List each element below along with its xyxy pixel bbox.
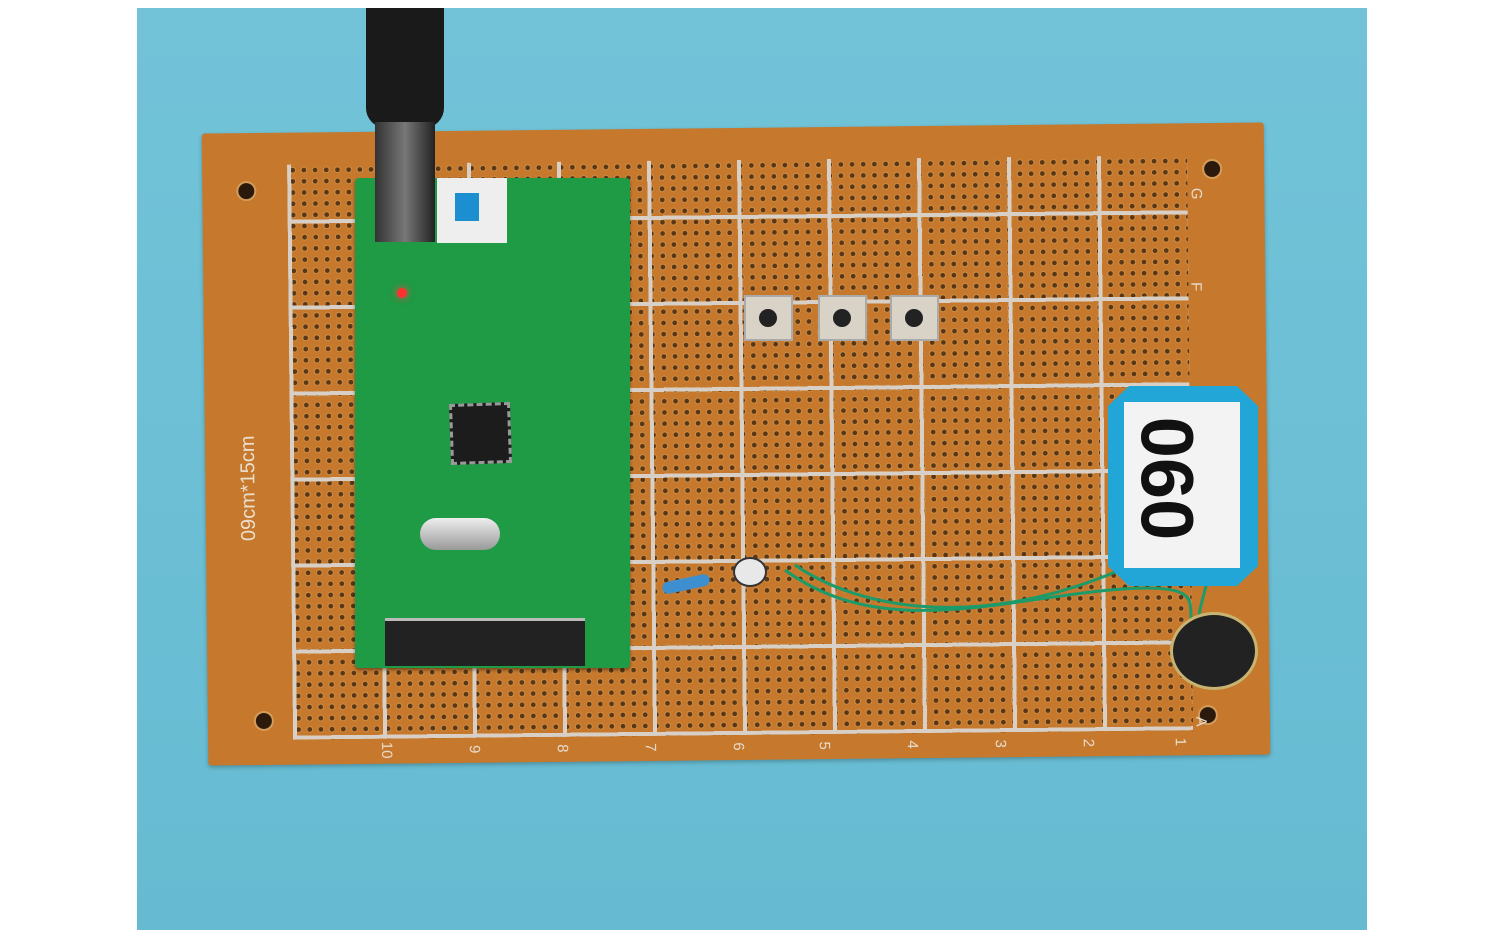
push-button — [890, 295, 939, 341]
power-jack — [375, 122, 435, 242]
jtag-header — [385, 618, 585, 666]
label-text: 060 — [1125, 416, 1209, 541]
vibration-motor — [1170, 612, 1258, 690]
push-button — [818, 295, 867, 341]
diode — [733, 557, 767, 587]
microcontroller-module — [355, 178, 630, 668]
led-indicator — [397, 288, 407, 298]
push-button — [744, 295, 793, 341]
handwritten-label: 060 — [1108, 386, 1258, 586]
crystal-oscillator — [420, 518, 500, 550]
power-switch — [437, 178, 507, 243]
power-plug — [366, 8, 444, 128]
